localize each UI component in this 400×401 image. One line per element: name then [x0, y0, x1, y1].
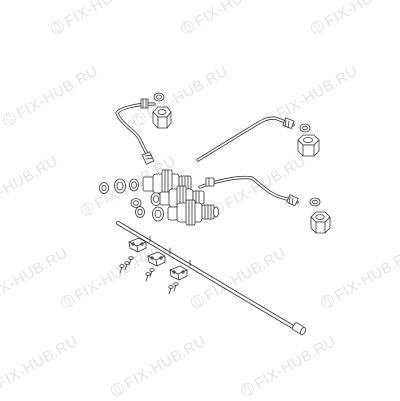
fixing-screws — [119, 256, 179, 295]
gas-pipe-upper-left — [115, 98, 156, 165]
gas-pipe-upper-right — [196, 116, 295, 162]
gas-tap-seals — [99, 178, 164, 222]
gas-manifold-rail — [115, 220, 307, 336]
pipe-nut-lower-right — [309, 197, 331, 234]
clamp-brackets — [128, 237, 188, 281]
pipe-nut-upper-left — [152, 92, 172, 129]
gas-tap-valves — [142, 169, 219, 226]
gas-pipe-lower-right — [198, 175, 299, 207]
pipe-nut-upper-right — [297, 123, 320, 157]
